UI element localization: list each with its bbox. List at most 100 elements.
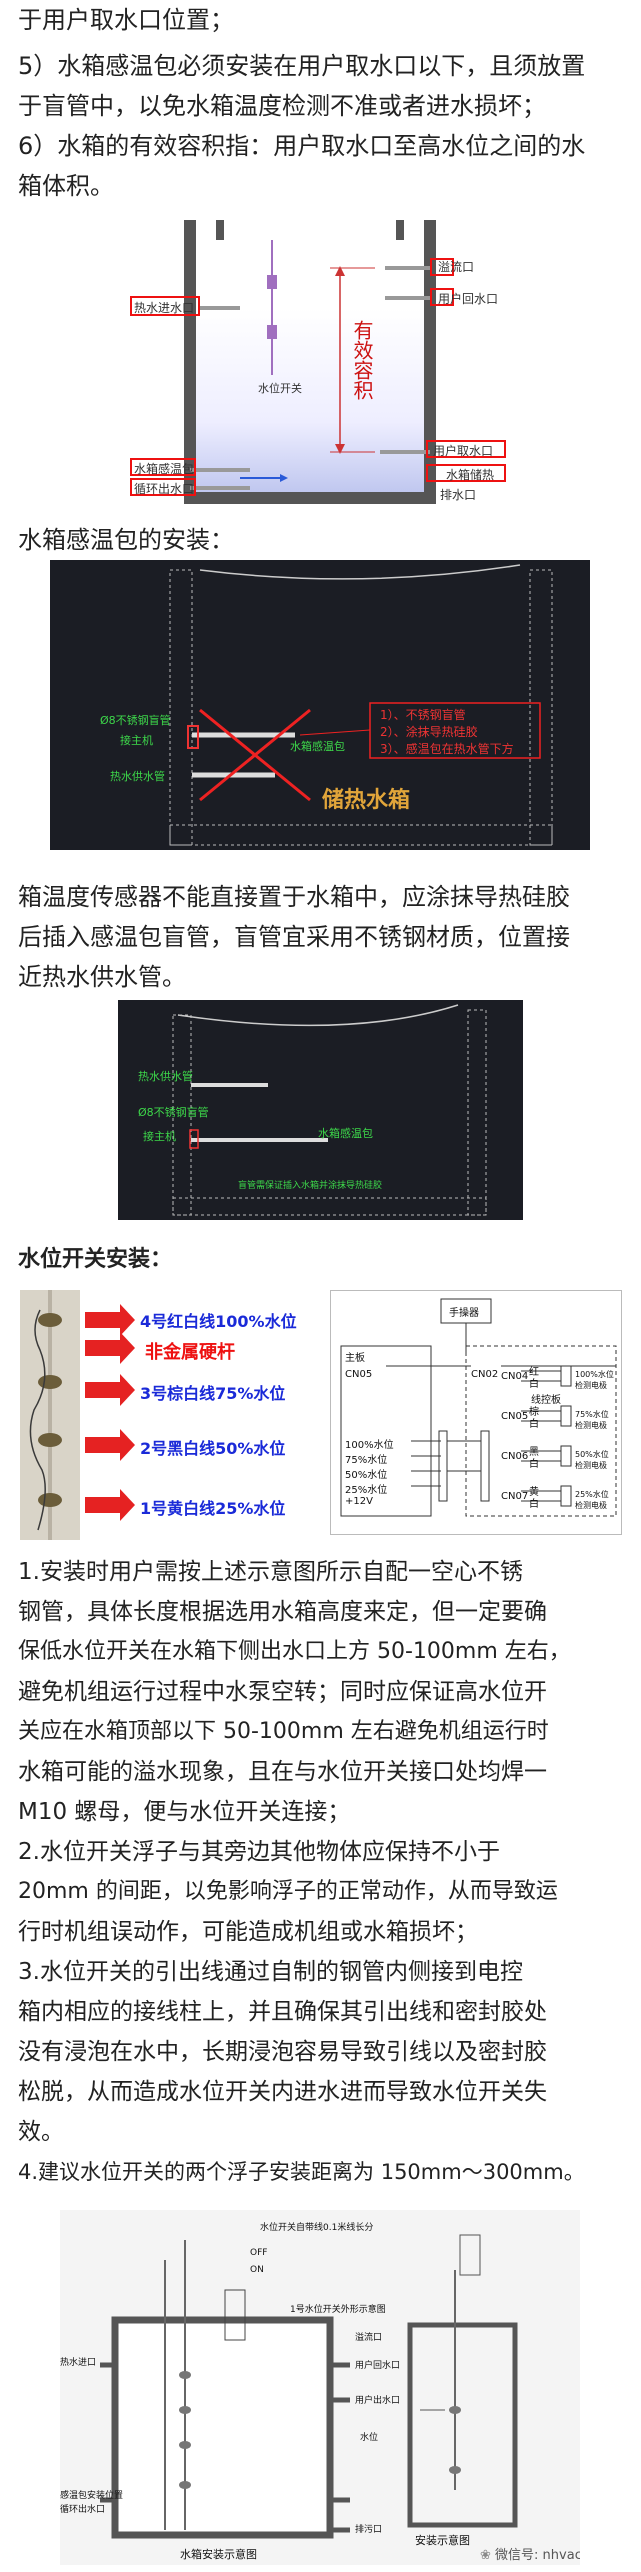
line3-label: 3号棕白线75%水位 (140, 1380, 285, 1404)
line4-label: 4号红白线100%水位 (140, 1308, 297, 1332)
wire-color: 白 (529, 1415, 539, 1430)
hot-inlet-label-6: 热水进口 (60, 2355, 96, 2368)
connect-host-label: 接主机 (120, 732, 153, 748)
blind-pipe-note: 盲管需保证插入水箱并涂抹导热硅胶 (238, 1178, 382, 1191)
wechat-icon: ❀ (480, 2548, 491, 2563)
float-heading: 水位开关安装： (18, 1240, 623, 1280)
operator-label: 手操器 (449, 1304, 479, 1319)
watermark-text: 微信号: nhvaca (495, 2548, 580, 2563)
intro-line: 于盲管中，以免水箱温度检测不准或者进水损坏； (18, 86, 623, 126)
float-line: 20mm 的间距，以免影响浮子的正常动作，从而导致运 (18, 1872, 623, 1912)
pipe8-label-2: Ø8不锈钢盲管 (138, 1104, 209, 1120)
sensor-cad-drawing (50, 560, 590, 850)
user-outlet-label-6: 用户出水口 (355, 2393, 400, 2406)
mainboard-label: 主板 (345, 1349, 365, 1364)
wire-color: 白 (529, 1375, 539, 1390)
sensor-label: 水箱感温包 (134, 460, 194, 477)
float-line: 1.安装时用户需按上述示意图所示自配一空心不锈 (18, 1552, 623, 1592)
line2-label: 2号黑白线50%水位 (140, 1435, 285, 1459)
cn05-label: CN05 (345, 1369, 372, 1380)
intro-line: 5）水箱感温包必须安装在用户取水口以下，且须放置 (18, 46, 623, 86)
float-line: 水箱可能的溢水现象，且在与水位开关接口处均焊一 (18, 1752, 623, 1792)
caption-left: 水箱安装示意图 (180, 2546, 257, 2562)
float-line: 避免机组运行过程中水泵空转；同时应保证高水位开 (18, 1672, 623, 1712)
float-line: 效。 (18, 2112, 623, 2152)
float-line: 没有浸泡在水中，长期浸泡容易导致引线以及密封胶 (18, 2032, 623, 2072)
float-line: 箱内相应的接线柱上，并且确保其引出线和密封胶处 (18, 1992, 623, 2032)
hot-supply-label: 热水供水管 (110, 768, 165, 784)
user-return-label-6: 用户回水口 (355, 2358, 400, 2371)
intro-line: 于用户取水口位置； (18, 0, 623, 40)
connect-host-label-2: 接主机 (143, 1128, 176, 1144)
watermark: ❀ 微信号: nhvaca (480, 2544, 580, 2563)
sensor-heading: 水箱感温包的安装： (18, 520, 623, 560)
cn07-label: CN07 (501, 1491, 528, 1502)
cn02-label: CN02 (471, 1369, 498, 1380)
wire-color: 白 (529, 1495, 539, 1510)
float-line: 2.水位开关浮子与其旁边其他物体应保持不小于 (18, 1832, 623, 1872)
sensor-line: 箱温度传感器不能直接置于水箱中，应涂抹导热硅胶 (18, 877, 623, 917)
wire-color: 白 (529, 1455, 539, 1470)
float-line: 松脱，从而造成水位开关内进水进而导致水位开关失 (18, 2072, 623, 2112)
level-12v: +12V (345, 1496, 373, 1507)
level-50: 50%水位 (345, 1466, 387, 1481)
float-line: 保低水位开关在水箱下侧出水口上方 50-100mm 左右， (18, 1632, 623, 1672)
circulation-out-label: 循环出水口 (134, 480, 194, 497)
sensor-cad-detail: 热水供水管 Ø8不锈钢盲管 接主机 水箱感温包 盲管需保证插入水箱并涂抹导热硅胶 (118, 1000, 523, 1220)
float-line: 钢管，具体长度根据选用水箱高度来定，但一定要确 (18, 1592, 623, 1632)
user-return-label: 用户回水口 (438, 290, 498, 307)
overflow-label: 溢流口 (438, 258, 474, 275)
panel-label: 线控板 (531, 1391, 561, 1406)
hot-supply-label-2: 热水供水管 (138, 1068, 193, 1084)
level-label-6: 水位 (360, 2430, 378, 2443)
float-line: 3.水位开关的引出线通过自制的钢管内侧接到电控 (18, 1952, 623, 1992)
level-75: 75%水位 (345, 1451, 387, 1466)
sensor-100: 100%水位 检测电极 (575, 1369, 614, 1391)
float-line: 4.建议水位开关的两个浮子安装距离为 150mm～300mm。 (18, 2152, 623, 2192)
sensor-50: 50%水位 检测电极 (575, 1449, 609, 1471)
float-switch-photo: 4号红白线100%水位 非金属硬杆 3号棕白线75%水位 2号黑白线50%水位 … (20, 1290, 320, 1540)
drain-label-6: 排污口 (355, 2522, 382, 2535)
off-label: OFF (250, 2248, 267, 2258)
float-switch-label: 水位开关 (258, 380, 302, 396)
user-outlet-label: 用户取水口 (433, 442, 493, 459)
sensor-bulb-label-2: 水箱感温包 (318, 1125, 373, 1141)
rod-label: 非金属硬杆 (145, 1338, 235, 1364)
sensor-75: 75%水位 检测电极 (575, 1409, 609, 1431)
level-25: 25%水位 (345, 1481, 387, 1496)
cn04-label: CN04 (501, 1371, 528, 1382)
sensor-line: 近热水供水管。 (18, 957, 623, 997)
install-drawing (60, 2210, 580, 2565)
drain-label: 排水口 (440, 486, 476, 503)
level-100: 100%水位 (345, 1436, 394, 1451)
diagram-title: 1号水位开关外形示意图 (290, 2302, 386, 2315)
on-label: ON (250, 2265, 264, 2275)
cn05b-label: CN05 (501, 1411, 528, 1422)
line1-label: 1号黄白线25%水位 (140, 1495, 285, 1519)
float-line: M10 螺母，便与水位开关连接； (18, 1792, 623, 1832)
float-line: 关应在水箱顶部以下 50-100mm 左右避免机组运行时 (18, 1712, 623, 1752)
tank-heat-label: 水箱储热 (446, 466, 494, 483)
overflow-label-6: 溢流口 (355, 2330, 382, 2343)
sensor-25: 25%水位 检测电极 (575, 1489, 609, 1511)
tank-label: 储热水箱 (322, 782, 410, 814)
cn06-label: CN06 (501, 1451, 528, 1462)
note-3: 3）、感温包在热水管下方 (380, 740, 514, 757)
sensor-pos-label: 感温包安装位置 (60, 2488, 123, 2501)
sensor-bulb-label: 水箱感温包 (290, 738, 345, 754)
hot-inlet-label: 热水进水口 (134, 299, 194, 316)
caption-right: 安装示意图 (415, 2532, 470, 2548)
top-note: 水位开关自带线0.1米线长分 (260, 2220, 373, 2233)
install-diagram: 水位开关自带线0.1米线长分 OFF ON 1号水位开关外形示意图 热水进口 溢… (60, 2210, 580, 2565)
pipe8-label: Ø8不锈钢盲管 (100, 712, 171, 728)
note-2: 2）、涂抹导热硅胶 (380, 723, 478, 740)
effective-volume-label: 有效容积 (350, 320, 374, 400)
float-line: 行时机组误动作，可能造成机组或水箱损坏； (18, 1912, 623, 1952)
wiring-schematic: 手操器 主板 CN05 CN02 CN04 CN05 CN06 CN07 100… (330, 1290, 622, 1535)
sensor-install-cad: Ø8不锈钢盲管 接主机 水箱感温包 热水供水管 1）、不锈钢盲管 2）、涂抹导热… (50, 560, 590, 850)
note-1: 1）、不锈钢盲管 (380, 706, 466, 723)
tank-volume-diagram: 热水进水口 溢流口 用户回水口 水位开关 有效容积 用户取水口 水箱感温包 循环… (130, 220, 510, 510)
circ-label-6: 循环出水口 (60, 2502, 105, 2515)
intro-line: 箱体积。 (18, 166, 623, 206)
intro-line: 6）水箱的有效容积指：用户取水口至高水位之间的水 (18, 126, 623, 166)
